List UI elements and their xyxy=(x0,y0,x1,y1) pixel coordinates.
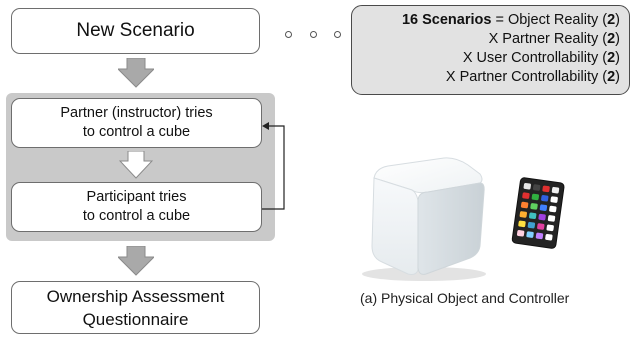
remote-button xyxy=(516,230,525,237)
participant-line1: Participant tries xyxy=(86,189,187,205)
remote-button xyxy=(518,220,526,228)
remote-button xyxy=(545,233,553,241)
scenario-count: 16 Scenarios xyxy=(401,12,492,28)
remote-button xyxy=(520,201,529,209)
remote-button xyxy=(551,186,560,194)
glowing-cube-image xyxy=(362,157,486,281)
thought-dot-1 xyxy=(285,31,292,38)
remote-button xyxy=(538,213,546,221)
partner-box: Partner (instructor) tries to control a … xyxy=(11,98,262,148)
remote-button xyxy=(522,192,530,199)
remote-button xyxy=(547,215,556,222)
ownership-line2: Questionnaire xyxy=(82,309,189,329)
thought-dot-3 xyxy=(334,31,341,38)
remote-button xyxy=(541,195,549,202)
scenario-line-1: 16 Scenarios = Object Reality (2) xyxy=(401,12,620,28)
loop-back-arrow xyxy=(262,122,285,210)
remote-button xyxy=(530,203,538,210)
remote-button xyxy=(539,204,548,211)
figure-caption: (a) Physical Object and Controller xyxy=(360,290,570,306)
ownership-assessment-box: Ownership Assessment Questionnaire xyxy=(11,281,260,334)
new-scenario-box: New Scenario xyxy=(11,8,260,54)
remote-button xyxy=(537,223,545,230)
ownership-line1: Ownership Assessment xyxy=(46,286,225,306)
remote-button xyxy=(546,224,554,232)
remote-button xyxy=(526,231,534,238)
remote-controller-image xyxy=(511,177,565,249)
participant-box: Participant tries to control a cube xyxy=(11,182,262,232)
down-arrow-2 xyxy=(119,151,153,179)
scenario-bubble: 16 Scenarios = Object Reality (2) X Part… xyxy=(351,5,630,95)
remote-button xyxy=(523,182,531,190)
down-arrow-1 xyxy=(118,58,154,88)
scenario-line-2: X Partner Reality (2) xyxy=(488,31,620,47)
remote-button xyxy=(531,193,540,201)
scenario-line-4: X Partner Controllability (2) xyxy=(445,69,620,85)
partner-line1: Partner (instructor) tries xyxy=(60,105,213,121)
remote-button xyxy=(549,205,557,213)
partner-line2: to control a cube xyxy=(82,124,191,140)
remote-button xyxy=(519,211,527,218)
participant-line2: to control a cube xyxy=(82,208,191,224)
remote-button xyxy=(527,221,536,229)
remote-button xyxy=(532,184,541,191)
scenario-line-3: X User Controllability (2) xyxy=(462,50,620,66)
remote-button xyxy=(542,185,550,193)
new-scenario-label: New Scenario xyxy=(76,20,195,41)
thought-dot-2 xyxy=(310,31,317,38)
down-arrow-3 xyxy=(118,246,154,276)
remote-button xyxy=(535,232,544,240)
remote-button xyxy=(529,212,537,220)
remote-button xyxy=(550,196,558,203)
